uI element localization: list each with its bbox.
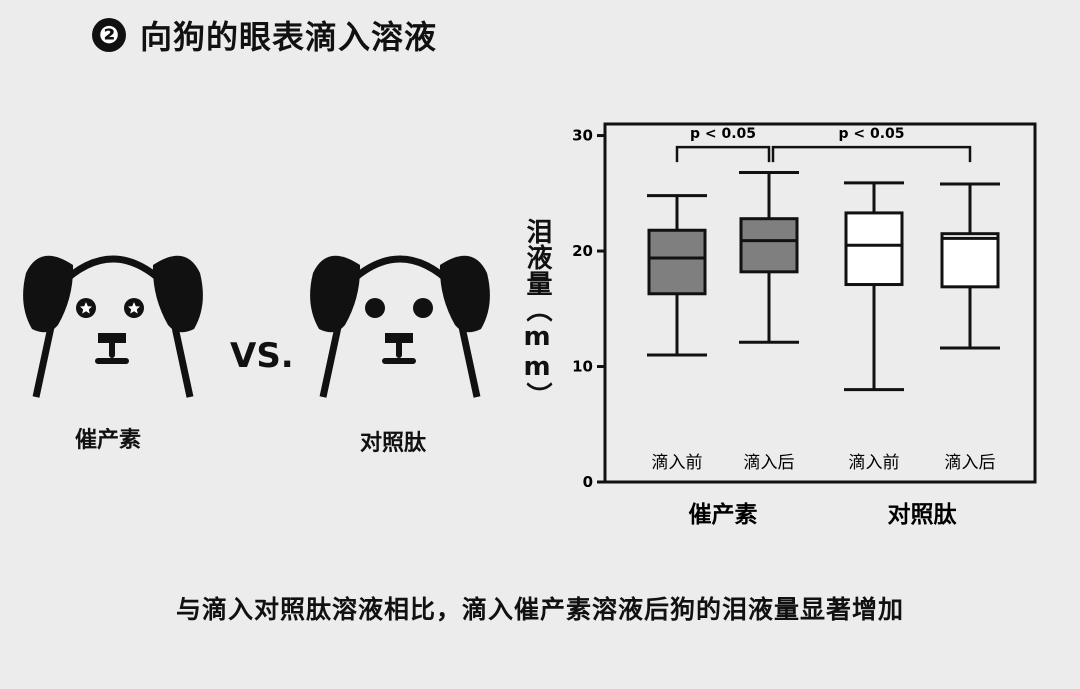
group-label: 催产素: [689, 501, 758, 528]
box-iqr: [844, 211, 904, 287]
box-category-label: 滴入后: [945, 453, 996, 473]
boxplot-chart: 0 10 20 30 滴入前 滴入后 滴入前 滴入后 p < 0.05 p < 0.05 催产素 对照…: [572, 122, 1037, 528]
dog-label-oxytocin: 催产素: [75, 428, 142, 453]
dog-mouth-icon: [95, 340, 129, 364]
dog-left-ear-icon: [23, 255, 74, 333]
box-category-label: 滴入后: [744, 453, 795, 473]
dot-eye-left-icon: [365, 298, 385, 318]
y-tick-label: 30: [572, 127, 593, 145]
plot-frame: [603, 122, 1037, 484]
dog-illustration-oxytocin: [23, 255, 203, 398]
y-tick-label: 20: [572, 242, 593, 260]
dog-mouth-icon: [382, 340, 416, 364]
significance-label: p < 0.05: [838, 126, 904, 142]
title-text: 向狗的眼表滴入溶液: [140, 18, 438, 56]
box-category-label: 滴入前: [652, 453, 703, 473]
significance-bracket: [771, 145, 972, 163]
vs-text: VS.: [230, 336, 294, 376]
significance-bracket: [675, 145, 771, 163]
step-number-badge: ❷: [92, 18, 126, 52]
page-title: ❷ 向狗的眼表滴入溶液: [92, 12, 437, 58]
caption: 与滴入对照肽溶液相比，滴入催产素溶液后狗的泪液量显著增加: [175, 595, 904, 624]
dog-left-ear-icon: [310, 255, 361, 333]
star-eye-right-icon: [124, 298, 144, 318]
group-label: 对照肽: [888, 502, 958, 528]
box-iqr: [940, 232, 1000, 289]
dot-eye-right-icon: [413, 298, 433, 318]
dog-right-ear-icon: [152, 255, 203, 333]
dog-illustration-control: [310, 255, 490, 398]
y-tick-label: 0: [583, 473, 593, 491]
box-iqr: [739, 217, 799, 274]
box-iqr: [647, 228, 707, 296]
y-tick-label: 10: [572, 358, 593, 376]
dog-nose-icon: [385, 333, 413, 343]
significance-label: p < 0.05: [690, 126, 756, 142]
dog-right-ear-icon: [439, 255, 490, 333]
box-category-label: 滴入前: [849, 453, 900, 473]
dog-label-control: 对照肽: [360, 431, 427, 456]
star-eye-left-icon: [76, 298, 96, 318]
chart-y-axis-label: 泪液量（mm）: [522, 218, 552, 408]
dog-nose-icon: [98, 333, 126, 343]
